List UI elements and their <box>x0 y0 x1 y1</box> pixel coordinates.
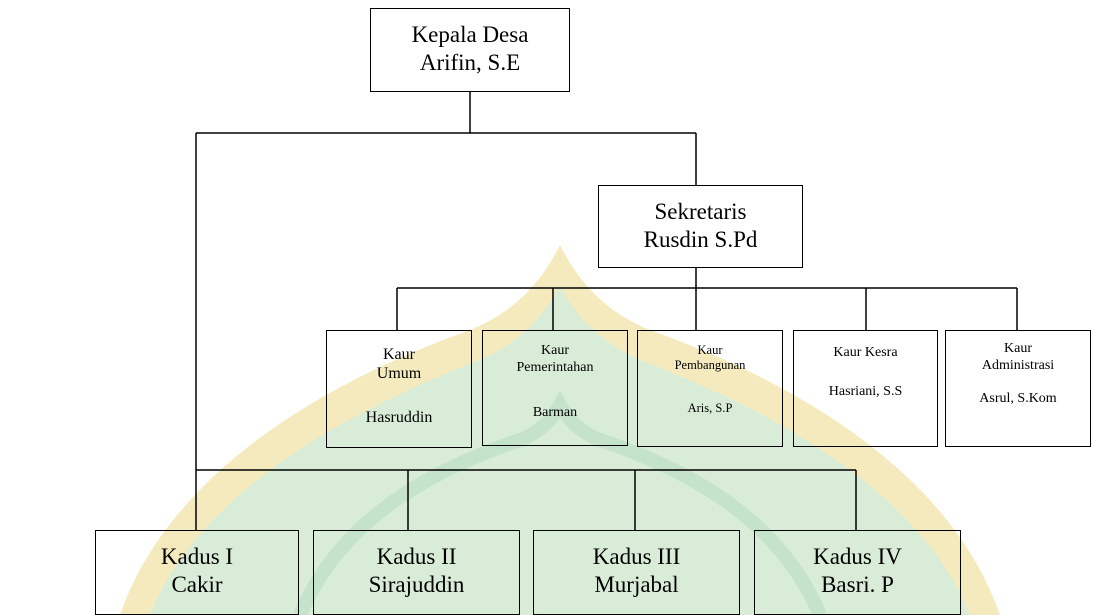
kaur-pemerintahan-title-1: Kaur <box>541 343 569 358</box>
kadus-2-title: Kadus II <box>376 544 457 569</box>
head-title: Kepala Desa <box>411 22 529 47</box>
kadus-3-box: Kadus III Murjabal <box>533 530 740 615</box>
kadus-4-name: Basri. P <box>821 571 894 597</box>
kaur-pembangunan-name: Aris, S.P <box>687 401 733 415</box>
kaur-kesra-name: Hasriani, S.S <box>828 383 903 399</box>
kaur-pemerintahan-box: Kaur Pemerintahan Barman <box>482 330 628 446</box>
kadus-3-name: Murjabal <box>594 571 679 597</box>
kaur-umum-name: Hasruddin <box>365 409 433 427</box>
kaur-umum-box: Kaur Umum Hasruddin <box>326 330 472 448</box>
head-name: Arifin, S.E <box>419 49 521 75</box>
head-box: Kepala Desa Arifin, S.E <box>370 8 570 92</box>
kaur-administrasi-title-2: Administrasi <box>981 357 1055 373</box>
kaur-kesra-box: Kaur Kesra Hasriani, S.S <box>793 330 938 447</box>
kadus-1-name: Cakir <box>171 571 223 597</box>
kadus-1-title: Kadus I <box>160 544 234 569</box>
kaur-pemerintahan-title-2: Pemerintahan <box>516 359 594 375</box>
kadus-4-title: Kadus IV <box>813 544 902 569</box>
kaur-administrasi-title-1: Kaur <box>1004 341 1032 356</box>
kadus-4-box: Kadus IV Basri. P <box>754 530 961 615</box>
kaur-administrasi-box: Kaur Administrasi Asrul, S.Kom <box>945 330 1091 447</box>
kadus-2-name: Sirajuddin <box>368 571 465 597</box>
kaur-pembangunan-title-2: Pembangunan <box>674 358 746 372</box>
kaur-pemerintahan-name: Barman <box>532 404 578 420</box>
kaur-pembangunan-box: Kaur Pembangunan Aris, S.P <box>637 330 783 447</box>
kadus-3-title: Kadus III <box>592 544 681 569</box>
kadus-2-box: Kadus II Sirajuddin <box>313 530 520 615</box>
kaur-umum-title-2: Umum <box>376 365 422 383</box>
kaur-administrasi-name: Asrul, S.Kom <box>979 390 1057 406</box>
kadus-1-box: Kadus I Cakir <box>95 530 299 615</box>
secretary-title: Sekretaris <box>654 199 747 224</box>
watermark-inner-curve <box>293 390 827 615</box>
kaur-pembangunan-title-1: Kaur <box>697 343 723 357</box>
kaur-umum-title-1: Kaur <box>383 346 415 363</box>
secretary-name: Rusdin S.Pd <box>643 226 758 252</box>
kaur-kesra-title: Kaur Kesra <box>833 345 898 360</box>
secretary-box: Sekretaris Rusdin S.Pd <box>598 185 803 268</box>
